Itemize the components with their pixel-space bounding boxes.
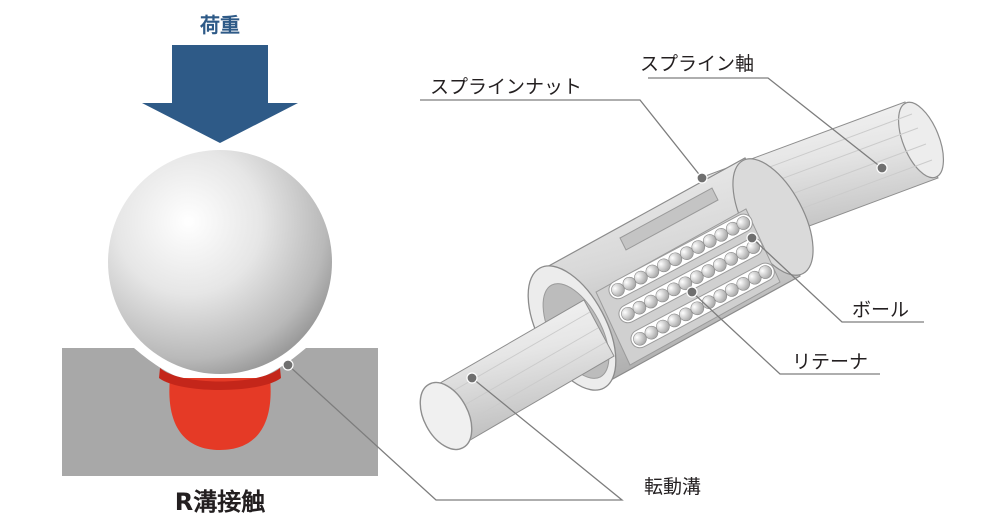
- label-spline-nut: スプラインナット: [430, 76, 582, 98]
- load-arrow: [142, 45, 298, 143]
- r-groove-contact-illustration: 荷重 R溝接触: [62, 13, 378, 516]
- load-label: 荷重: [200, 13, 240, 37]
- spline-shaft-left: [419, 299, 615, 451]
- spline-assembly-illustration: スプライン軸 スプラインナット ボール リテーナ 転動溝: [282, 53, 945, 501]
- leader-lines: [282, 77, 924, 501]
- contact-zone-rim: [159, 368, 281, 390]
- shaft-end-face: [419, 381, 473, 451]
- ball-large: [108, 150, 332, 374]
- label-ball: ボール: [852, 299, 909, 321]
- contact-zone-body: [169, 378, 271, 450]
- label-raceway-groove: 転動溝: [644, 476, 701, 498]
- ball-rows: [608, 213, 775, 349]
- label-spline-shaft: スプライン軸: [640, 53, 754, 75]
- key-slot: [619, 187, 719, 251]
- contact-label: R溝接触: [175, 488, 265, 516]
- label-retainer: リテーナ: [792, 351, 868, 373]
